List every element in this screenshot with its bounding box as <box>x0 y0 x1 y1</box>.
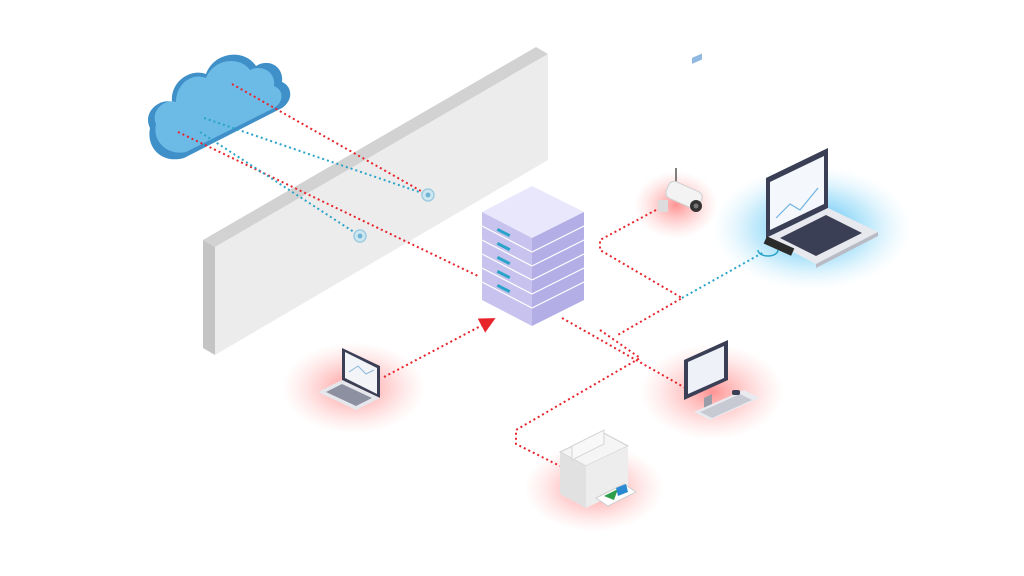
laptop-icon-secure <box>757 148 878 268</box>
link-laptop-secure <box>681 251 765 299</box>
alert-glow-desktop <box>640 344 784 440</box>
wall-port-lower <box>353 229 367 243</box>
link-cloud-server <box>177 131 479 277</box>
link-server-desktop <box>561 317 697 395</box>
connection-lines <box>177 83 765 467</box>
link-laptop-server <box>383 318 496 378</box>
cloud-icon <box>148 54 291 160</box>
printer-icon <box>558 429 637 508</box>
server-rack-icon <box>481 186 585 326</box>
laptop-icon-left <box>318 348 380 410</box>
alert-glow-camera <box>634 171 718 239</box>
wireless-camera-icon <box>658 168 703 212</box>
desktop-computer-icon <box>684 53 760 420</box>
link-cloud-wall-blue-2 <box>199 131 361 237</box>
wall-port-upper <box>421 188 435 202</box>
firewall-wall-icon <box>203 47 548 355</box>
